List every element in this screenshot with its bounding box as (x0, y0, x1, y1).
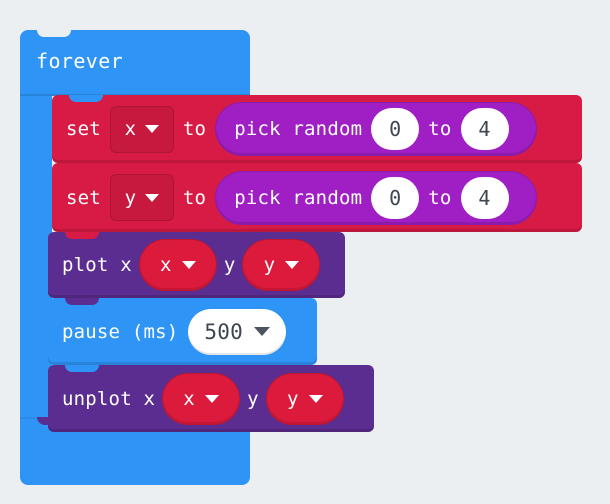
pick-random-min-input-y[interactable]: 0 (371, 176, 420, 219)
set-y-connector-label: to (182, 186, 207, 209)
chevron-down-icon (253, 327, 270, 336)
pick-random-max-input-y[interactable]: 4 (460, 176, 509, 219)
pick-random-label-x: pick random (234, 118, 363, 140)
set-y-label: set (66, 186, 101, 209)
chevron-down-icon (145, 125, 160, 133)
pick-random-connector-y: to (428, 186, 452, 209)
pause-duration-dropdown[interactable]: 500 (188, 308, 286, 355)
block-notch (65, 365, 99, 372)
set-x-label: set (66, 118, 101, 140)
pick-random-connector-x: to (428, 118, 452, 140)
variable-dropdown-x[interactable]: x (109, 105, 174, 153)
forever-block-header[interactable]: forever (20, 30, 250, 96)
chevron-down-icon (204, 394, 219, 403)
unplot-arg-x-variable[interactable]: x (162, 372, 241, 425)
pause-label: pause (ms) (62, 320, 179, 343)
block-notch (69, 95, 103, 102)
plot-arg-x-variable[interactable]: x (138, 239, 217, 291)
plot-arg-y-value: y (263, 254, 276, 276)
pause-block[interactable]: pause (ms) 500 (48, 298, 317, 365)
pick-random-label-y: pick random (234, 186, 363, 209)
variable-dropdown-x-value: x (124, 118, 137, 140)
block-notch (69, 163, 103, 170)
set-variable-block-x[interactable]: set x to pick random 0 to 4 (52, 95, 582, 163)
plot-arg-y-variable[interactable]: y (242, 239, 321, 291)
pause-duration-value: 500 (204, 319, 243, 344)
chevron-down-icon (308, 394, 323, 403)
plot-block[interactable]: plot x x y y (48, 232, 345, 298)
block-notch (65, 298, 99, 305)
set-x-connector-label: to (182, 118, 207, 140)
plot-label: plot x (62, 254, 132, 276)
forever-label: forever (36, 49, 124, 73)
pick-random-max-input-x[interactable]: 4 (460, 108, 509, 150)
plot-y-label: y (223, 254, 236, 276)
pick-random-min-input-x[interactable]: 0 (371, 108, 420, 150)
unplot-arg-x-value: x (183, 387, 195, 410)
chevron-down-icon (181, 261, 196, 269)
chevron-down-icon (285, 261, 300, 269)
unplot-y-label: y (247, 387, 259, 410)
set-variable-block-y[interactable]: set y to pick random 0 to 4 (52, 163, 582, 232)
unplot-arg-y-variable[interactable]: y (265, 372, 344, 425)
block-notch (65, 232, 99, 239)
pick-random-reporter-y[interactable]: pick random 0 to 4 (215, 170, 537, 225)
plot-arg-x-value: x (160, 254, 172, 276)
unplot-label: unplot x (62, 387, 156, 410)
unplot-block[interactable]: unplot x x y y (48, 365, 374, 432)
variable-dropdown-y-value: y (124, 186, 137, 209)
chevron-down-icon (145, 193, 160, 202)
forever-top-notch (37, 30, 71, 37)
variable-dropdown-y[interactable]: y (109, 174, 174, 221)
unplot-arg-y-value: y (286, 387, 299, 410)
pick-random-reporter-x[interactable]: pick random 0 to 4 (215, 102, 537, 156)
forever-block-arm (20, 96, 52, 417)
